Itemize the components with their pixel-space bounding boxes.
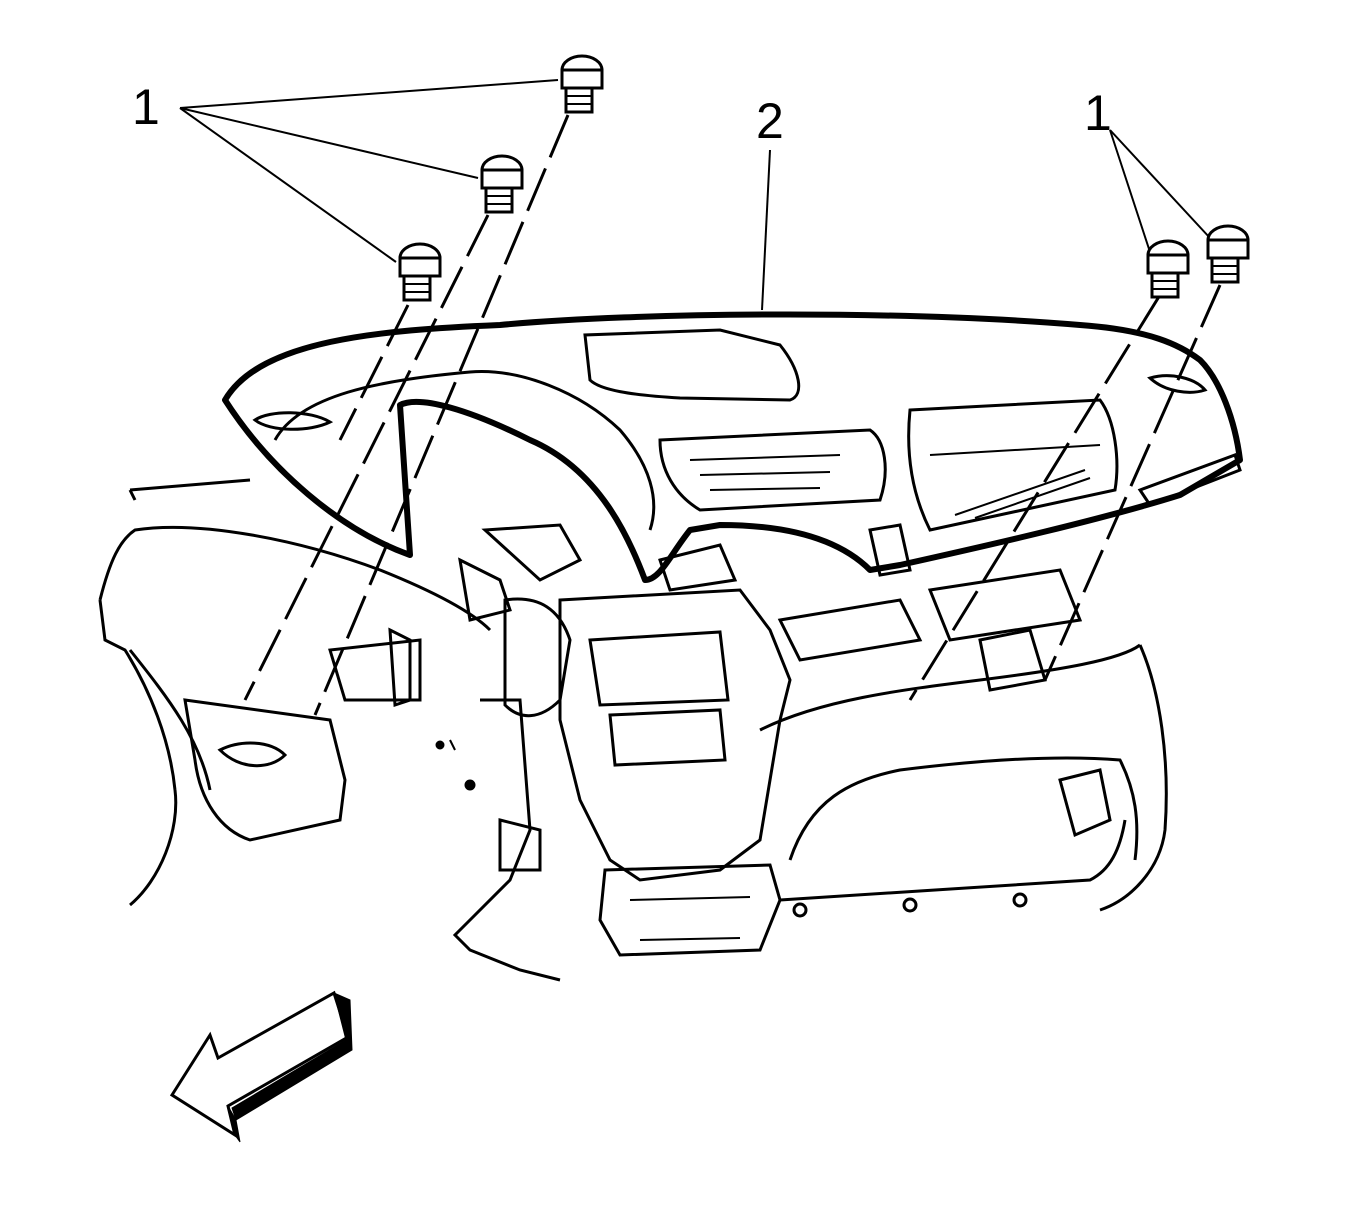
instrument-panel-lower [98,478,1168,982]
bolt-paths [243,114,1222,716]
bolt-icon [480,154,524,214]
callout-1-left: 1 [132,79,160,135]
bolt-icon [398,242,442,302]
front-direction-arrow-icon [169,990,353,1143]
callout-2: 2 [756,93,784,149]
leader-lines [179,79,1211,311]
bolt-icon [560,54,604,114]
instrument-panel-upper [222,311,1243,583]
bolt-icon [1146,239,1190,299]
callout-1-right: 1 [1084,85,1112,141]
bolt-icon [1206,224,1250,284]
